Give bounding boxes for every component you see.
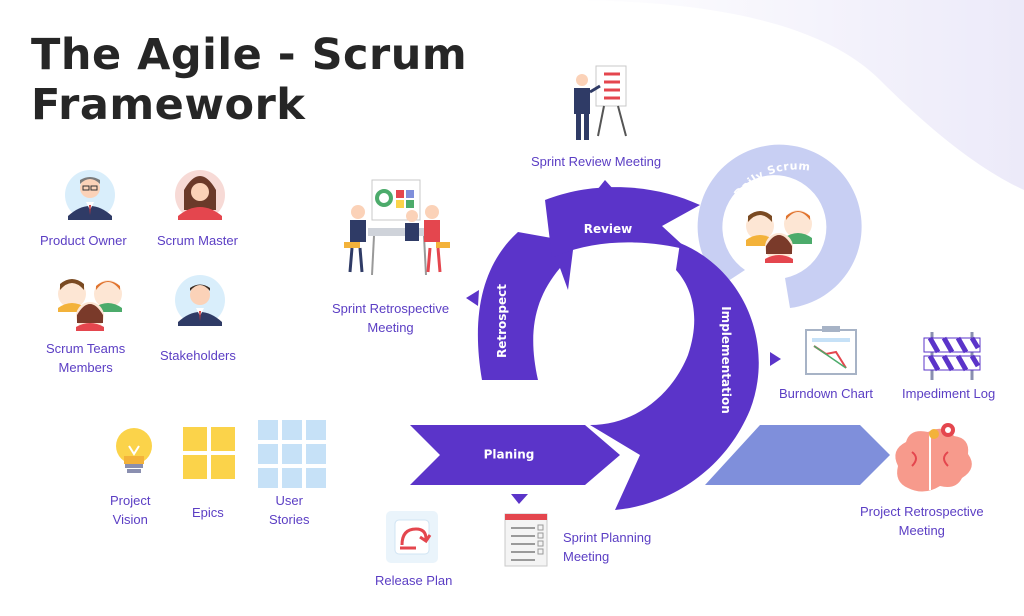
daily-team-avatars: [746, 210, 812, 263]
stakeholders-label: Stakeholders: [160, 348, 236, 363]
release-plan-label: Release Plan: [375, 573, 453, 588]
impediment-log-label: Impediment Log: [902, 386, 996, 401]
planning-pointer: [511, 494, 528, 504]
product-owner-avatar: [65, 170, 115, 220]
user-stories-label: User Stories: [269, 493, 310, 527]
product-owner-label: Product Owner: [40, 233, 127, 248]
sprint-review-label: Sprint Review Meeting: [531, 154, 662, 169]
epics-sticky-notes-icon: [183, 427, 235, 479]
review-pointer: [597, 180, 614, 190]
scrum-master-label: Scrum Master: [157, 233, 238, 248]
scrum-team-label: Scrum Teams Members: [46, 341, 126, 375]
page-title: The Agile - Scrum Framework: [31, 30, 468, 130]
retrospect-label: Retrospect: [495, 284, 509, 358]
lightbulb-icon: [116, 428, 152, 473]
review-segment: [545, 187, 700, 258]
implementation-label: Implementation: [719, 306, 733, 414]
planing-segment: [410, 425, 620, 485]
sprint-retrospective-meeting-icon: [344, 179, 450, 276]
sprint-review-presenter-icon: [574, 65, 627, 140]
epics-label: Epics: [192, 505, 224, 520]
scrum-cycle: Review Planing Retrospect Implementation: [410, 187, 890, 510]
sprint-planning-label: Sprint Planning Meeting: [563, 530, 652, 564]
retrospect-segment: [477, 232, 574, 380]
burndown-chart-icon: [805, 326, 857, 375]
project-retrospective-label: Project Retrospective Meeting: [860, 504, 984, 538]
burndown-chart-label: Burndown Chart: [779, 386, 873, 401]
impediment-barrier-icon: [923, 332, 981, 380]
implementation-pointer: [770, 352, 781, 366]
scrum-team-avatars: [58, 279, 122, 331]
scrum-master-avatar: [175, 170, 225, 220]
planing-label: Planing: [484, 448, 535, 462]
project-vision-label: Project Vision: [110, 493, 151, 527]
implementation-segment: [590, 243, 759, 510]
review-label: Review: [584, 222, 633, 236]
sprint-retrospective-label: Sprint Retrospective Meeting: [332, 301, 450, 335]
retro-pointer: [466, 290, 479, 306]
stakeholders-avatar: [175, 275, 225, 326]
sprint-planning-checklist-icon: [504, 513, 548, 567]
project-retrospective-band: [705, 425, 890, 485]
release-plan-icon: [386, 511, 438, 563]
brain-gears-icon: [895, 423, 972, 492]
user-stories-grid-icon: [258, 420, 326, 488]
